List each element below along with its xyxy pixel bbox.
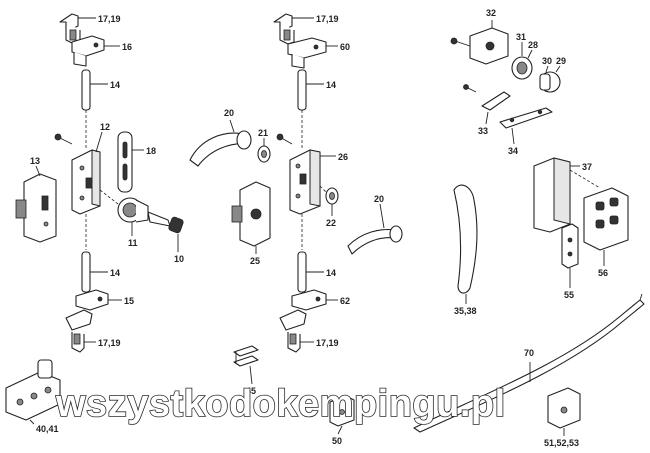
label-32: 32 (486, 8, 496, 18)
label-55: 55 (564, 290, 574, 300)
watermark-text: wszystkodokempingu.pl (55, 383, 506, 425)
label-56: 56 (598, 268, 608, 278)
latch-32 (450, 27, 509, 65)
label-17-19-mid-top: 17,19 (316, 14, 339, 24)
mid-lock-body-26 (289, 149, 321, 215)
label-20-left: 20 (224, 108, 234, 118)
mid-bracket-50 (329, 395, 355, 427)
label-29: 29 (556, 56, 566, 66)
left-lock-body-12 (71, 149, 101, 215)
label-20-right: 20 (374, 194, 384, 204)
left-rod-bottom-14 (81, 214, 91, 293)
label-45: 45 (246, 386, 256, 396)
label-11: 11 (128, 238, 138, 248)
label-26: 26 (338, 152, 348, 162)
mid-rosette-22 (319, 185, 339, 205)
label-51-52-53: 51,52,53 (544, 438, 579, 448)
label-60: 60 (340, 42, 350, 52)
left-catch-40-41 (5, 359, 61, 421)
label-14-mid-top: 14 (326, 80, 336, 90)
label-17-19-left-top: 17,19 (98, 14, 121, 24)
label-14-mid-bottom: 14 (326, 268, 336, 278)
label-70: 70 (524, 348, 534, 358)
mid-bottom-hook-17-19 (287, 332, 301, 353)
mid-top-hook-17-19 (273, 13, 295, 45)
label-17-19-left-bottom: 17,19 (98, 338, 121, 348)
label-18: 18 (146, 146, 156, 156)
mid-handle-20-right (347, 225, 403, 255)
label-34: 34 (508, 146, 518, 156)
plate-55 (561, 223, 579, 269)
label-12: 12 (100, 122, 110, 132)
mid-rosette-21 (257, 145, 271, 163)
label-16: 16 (122, 42, 132, 52)
handle-35-38 (453, 184, 478, 294)
label-13: 13 (30, 156, 40, 166)
block-37 (533, 157, 601, 233)
left-top-hook-17-19 (59, 13, 81, 45)
label-14-left-bottom: 14 (110, 268, 120, 278)
label-40-41: 40,41 (36, 424, 59, 434)
label-17-19-mid-bottom: 17,19 (316, 338, 339, 348)
label-25: 25 (250, 256, 260, 266)
mid-screw (276, 133, 293, 145)
label-21: 21 (258, 128, 268, 138)
label-10: 10 (174, 254, 184, 264)
left-rod-top-14 (81, 69, 91, 150)
label-15: 15 (124, 296, 134, 306)
part-labels: 17,19 16 14 12 18 13 11 10 14 15 17,19 1… (30, 8, 608, 448)
end-caps-51-52-53 (547, 387, 581, 429)
connector-56 (583, 187, 629, 251)
label-30: 30 (542, 56, 552, 66)
leader-lines (29, 17, 605, 436)
label-33: 33 (478, 126, 488, 136)
left-bottom-bracket-15 (65, 289, 109, 331)
label-14-left-top: 14 (110, 80, 120, 90)
mid-rod-top-14 (297, 69, 307, 150)
label-37: 37 (582, 162, 592, 172)
mid-handle-20-left (189, 130, 252, 167)
mid-rear-lock-25 (231, 181, 271, 247)
label-22: 22 (326, 218, 336, 228)
label-62: 62 (340, 296, 350, 306)
mid-top-bracket-60 (287, 37, 327, 69)
left-rear-lock-13 (15, 173, 57, 243)
mid-rod-bottom-14 (297, 214, 307, 293)
mid-bottom-bracket-62 (279, 289, 327, 331)
left-bottom-hook-17-19 (71, 332, 85, 353)
left-clip-45 (233, 345, 259, 367)
left-top-bracket-16 (71, 35, 105, 67)
knob-29-30 (539, 71, 561, 93)
left-screw (54, 133, 73, 145)
label-35-38: 35,38 (454, 306, 477, 316)
label-50: 50 (332, 436, 342, 446)
left-strike-plate-18 (117, 131, 133, 193)
clip-33 (463, 84, 511, 111)
label-31: 31 (516, 32, 526, 42)
rail-70 (413, 293, 645, 433)
left-cylinder-11 (99, 189, 149, 223)
strip-34 (499, 107, 553, 129)
knob-28-31 (511, 56, 533, 80)
label-28: 28 (528, 40, 538, 50)
left-key-10 (147, 211, 184, 234)
